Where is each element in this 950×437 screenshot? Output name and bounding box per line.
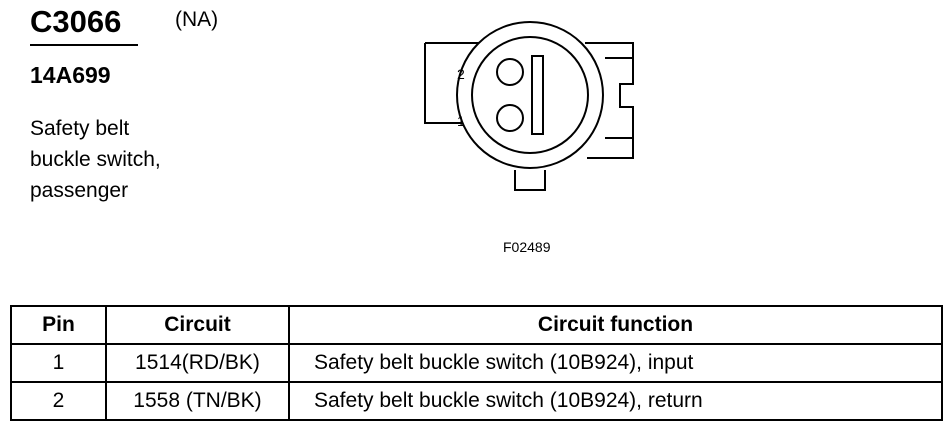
header-circuit-function: Circuit function: [288, 305, 943, 345]
header-pin: Pin: [10, 305, 107, 345]
connector-tab: [605, 57, 633, 139]
table-row: 1 1514(RD/BK) Safety belt buckle switch …: [10, 343, 943, 383]
header-circuit: Circuit: [105, 305, 290, 345]
cell-pin: 2: [10, 381, 107, 421]
connector-outer-ring: [456, 21, 604, 169]
connector-face-diagram: 2 1: [424, 21, 634, 191]
cell-circuit: 1558 (TN/BK): [105, 381, 290, 421]
connector-id: C3066: [30, 4, 122, 39]
cell-circuit-function: Safety belt buckle switch (10B924), inpu…: [288, 343, 943, 383]
figure-id: F02489: [503, 239, 551, 255]
pin-table: Pin Circuit Circuit function 1 1514(RD/B…: [10, 305, 943, 421]
pin-label-1: 1: [457, 113, 465, 129]
cell-pin: 1: [10, 343, 107, 383]
cell-circuit: 1514(RD/BK): [105, 343, 290, 383]
connector-id-underline: [30, 44, 138, 46]
description-line-1: Safety belt: [30, 117, 130, 140]
description-line-2: buckle switch,: [30, 148, 161, 171]
table-row: 2 1558 (TN/BK) Safety belt buckle switch…: [10, 381, 943, 421]
component-description: Safety belt buckle switch, passenger: [30, 113, 250, 206]
cell-circuit-function: Safety belt buckle switch (10B924), retu…: [288, 381, 943, 421]
pin-cavity-2: [496, 58, 524, 86]
table-header-row: Pin Circuit Circuit function: [10, 305, 943, 345]
connector-variant: (NA): [175, 8, 219, 31]
pin-cavity-1: [496, 104, 524, 132]
part-number: 14A699: [30, 62, 111, 88]
connector-latch: [514, 170, 546, 191]
description-line-3: passenger: [30, 179, 129, 202]
pin-label-2: 2: [457, 66, 465, 82]
connector-inner-ring: [471, 36, 589, 154]
connector-blade: [531, 55, 544, 135]
